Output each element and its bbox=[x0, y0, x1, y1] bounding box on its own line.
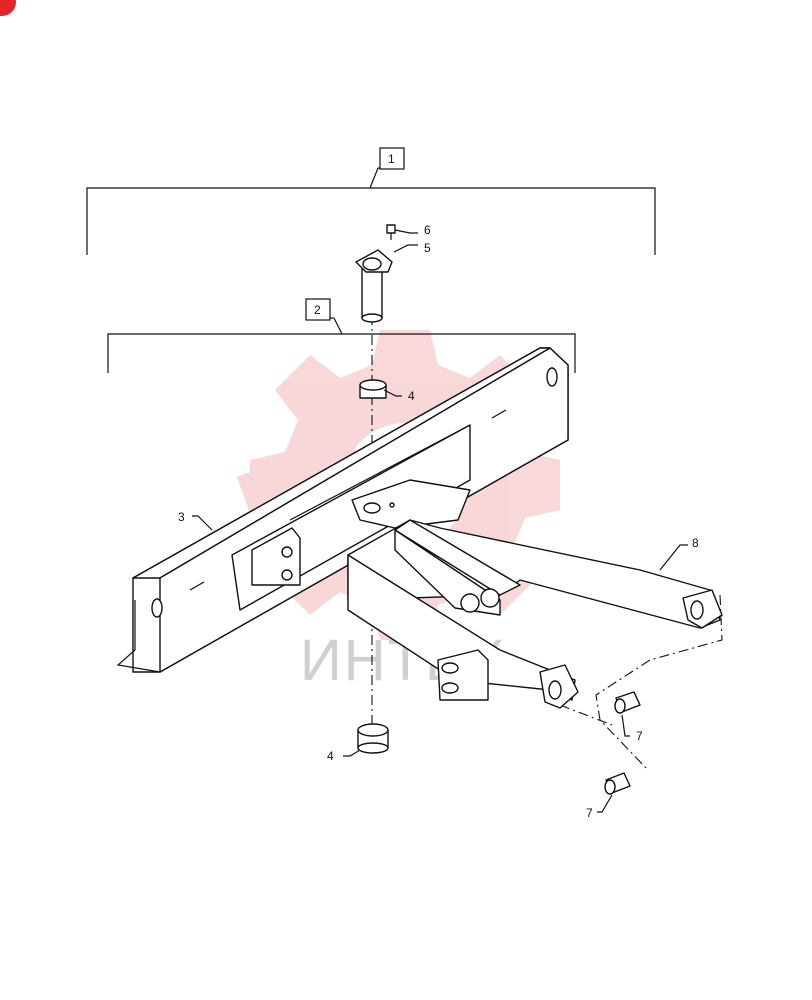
corner-badge-icon bbox=[0, 0, 16, 16]
bushing-upper-part-4 bbox=[359, 379, 387, 399]
leader-lines bbox=[192, 229, 688, 813]
sleeve-bushing-upper-part-7 bbox=[614, 691, 641, 714]
bracket-assembly-1 bbox=[86, 167, 656, 255]
bushing-lower-part-4 bbox=[357, 723, 389, 754]
callout-8: 8 bbox=[692, 536, 699, 550]
callout-4-lower: 4 bbox=[327, 749, 334, 763]
callout-7-upper: 7 bbox=[636, 729, 643, 743]
callout-1: 1 bbox=[388, 152, 395, 166]
bracket-assembly-2 bbox=[107, 317, 576, 373]
callout-box-2 bbox=[305, 298, 331, 321]
callout-5: 5 bbox=[424, 241, 431, 255]
sleeve-bushing-lower-part-7 bbox=[604, 772, 631, 795]
callout-box-1 bbox=[379, 147, 405, 170]
callout-4-upper: 4 bbox=[408, 389, 415, 403]
pivot-pin-part-5 bbox=[355, 249, 393, 323]
callout-2: 2 bbox=[314, 303, 321, 317]
callout-6: 6 bbox=[424, 223, 431, 237]
bolt-part-6 bbox=[386, 224, 396, 240]
a-frame-arm-part-8 bbox=[347, 519, 723, 709]
callout-7-lower: 7 bbox=[586, 806, 593, 820]
callout-3: 3 bbox=[178, 510, 185, 524]
bolster-plate bbox=[351, 479, 471, 529]
bushing-center-line bbox=[595, 594, 723, 771]
